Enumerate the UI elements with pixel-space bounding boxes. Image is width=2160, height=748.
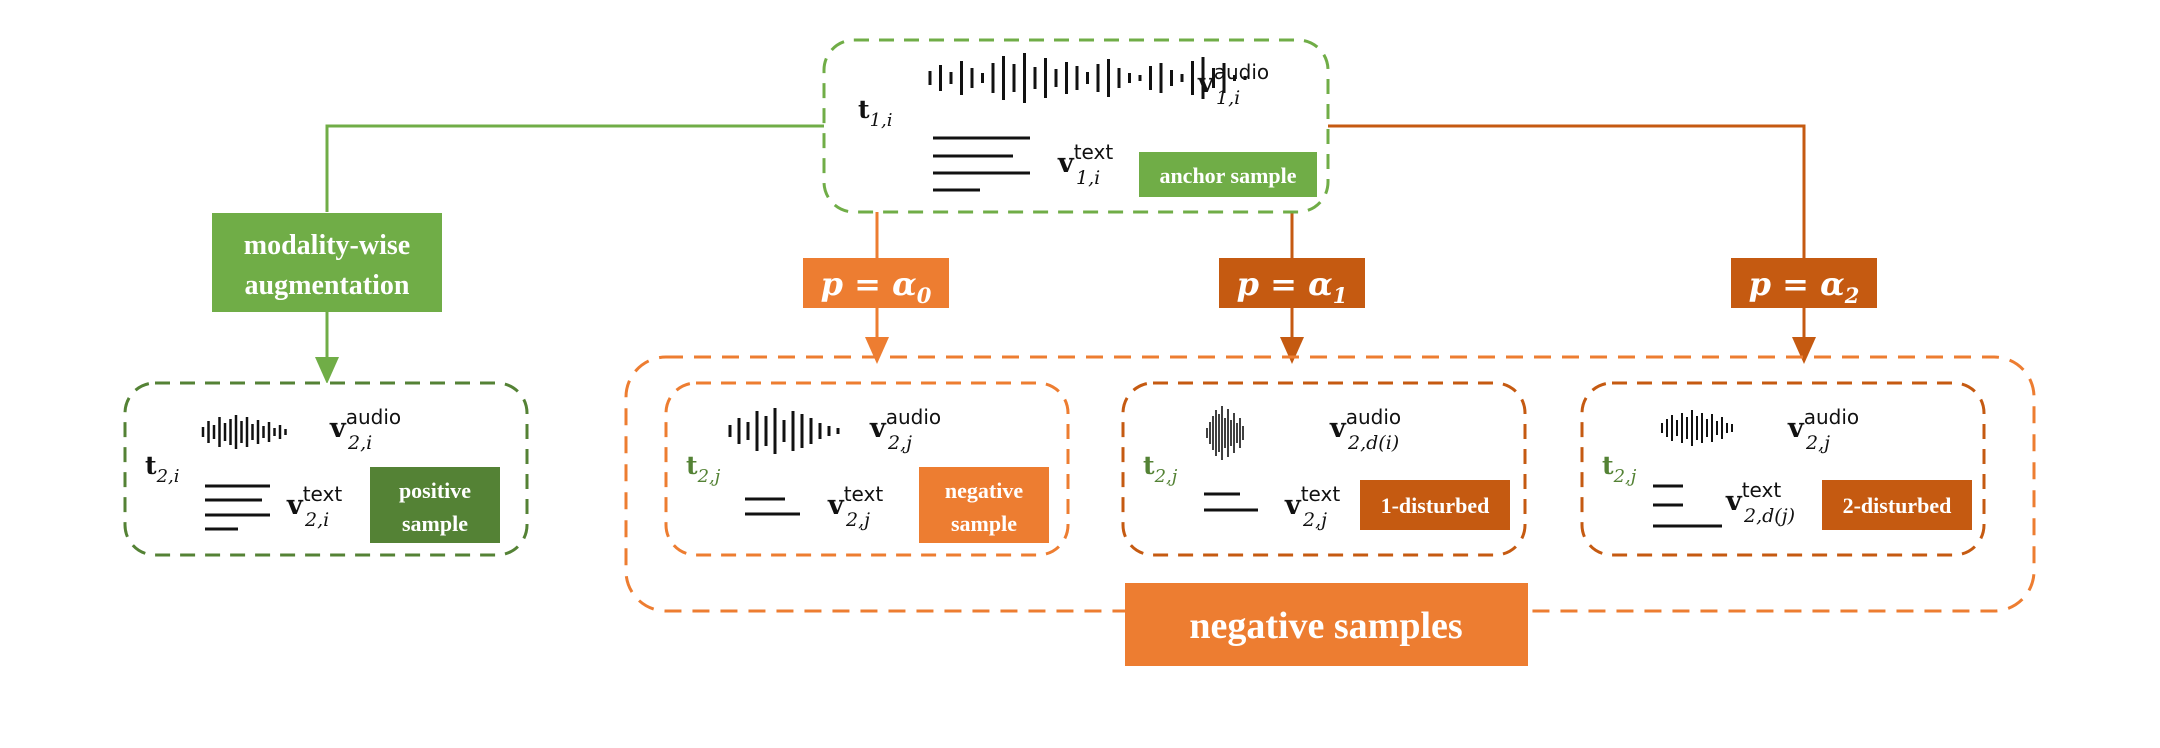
neg0-tag-line1: negative [945,478,1023,503]
neg2-audio-waveform-icon [1661,410,1733,446]
neg1-tag-label: 1-disturbed [1381,493,1490,518]
neg1-audio-waveform-icon [1206,406,1244,460]
negative-samples-label: negative samples [1189,605,1462,647]
alpha0-label: p = α0 [821,265,932,308]
anchor-text-lines-icon [933,136,1030,192]
modality-augmentation-box: modality-wise augmentation [212,213,442,312]
anchor-to-augmentation-line [325,124,825,212]
neg1-text-lines-icon [1204,492,1258,512]
augmentation-line2: augmentation [245,270,410,301]
anchor-to-alpha2-line [1328,124,1806,258]
alpha1-label: p = α1 [1237,265,1348,308]
alpha2-box: p = α2 [1731,258,1877,308]
anchor-sample-tag [1139,152,1317,197]
neg0-t-symbol: t2,j [686,451,721,487]
negative-samples-label-box: negative samples [1125,583,1528,666]
neg1-t-symbol: t2,j [1143,451,1178,487]
neg0-audio-waveform-icon [728,408,840,454]
positive-text-lines-icon [205,484,270,531]
anchor-t-symbol: t1,i [858,95,893,131]
positive-t-symbol: t2,i [145,451,180,487]
one-disturbed-tag [1360,480,1510,530]
neg0-tag-line2: sample [951,511,1017,536]
positive-audio-waveform-icon [201,415,287,449]
positive-tag-line2: sample [402,511,468,536]
neg2-tag-label: 2-disturbed [1843,493,1952,518]
augmentation-line1: modality-wise [244,230,410,261]
positive-sample-tag [370,467,500,543]
neg2-text-lines-icon [1653,484,1722,528]
anchor-sample-tag-label: anchor sample [1159,163,1296,188]
alpha2-label: p = α2 [1749,265,1860,308]
neg0-text-lines-icon [745,497,800,516]
anchor-audio-waveform-icon [928,53,1247,103]
two-disturbed-tag [1822,480,1972,530]
alpha0-box: p = α0 [803,258,949,308]
positive-tag-line1: positive [399,478,471,503]
alpha1-box: p = α1 [1219,258,1365,308]
negative-sample-tag [919,467,1049,543]
neg2-t-symbol: t2,j [1602,451,1637,487]
connectors [315,124,1816,384]
